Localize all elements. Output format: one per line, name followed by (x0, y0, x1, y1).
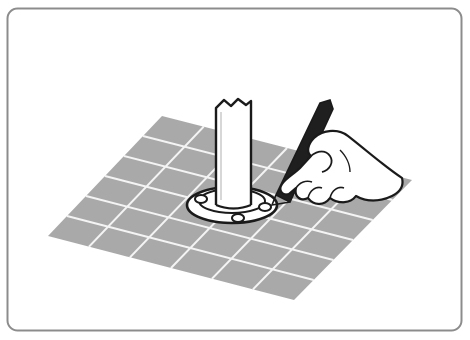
bolt-hole-left-icon (195, 195, 207, 203)
bolt-hole-right-icon (259, 203, 271, 211)
pipe (216, 99, 251, 209)
bolt-hole-front-icon (232, 214, 244, 222)
